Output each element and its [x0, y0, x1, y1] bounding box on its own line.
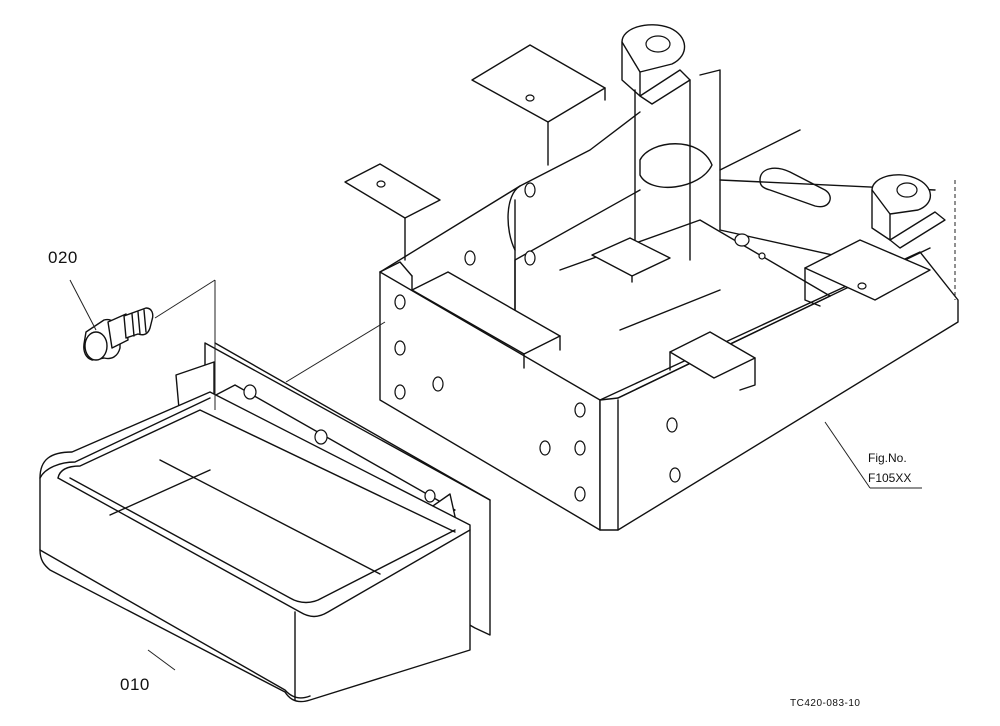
frame-chassis [379, 69, 959, 531]
bolt-part [83, 307, 154, 361]
part-number-020: 020 [48, 248, 78, 267]
part-number-010: 010 [120, 675, 150, 694]
figure-reference-number: F105XX [868, 471, 911, 485]
counterweight-tray [39, 391, 471, 703]
frame-holes [394, 182, 766, 502]
frame-brackets [344, 24, 946, 391]
drawing-code: TC420-083-10 [790, 698, 860, 709]
leader-lines [69, 279, 922, 671]
figure-reference-label: Fig.No. [868, 451, 907, 465]
